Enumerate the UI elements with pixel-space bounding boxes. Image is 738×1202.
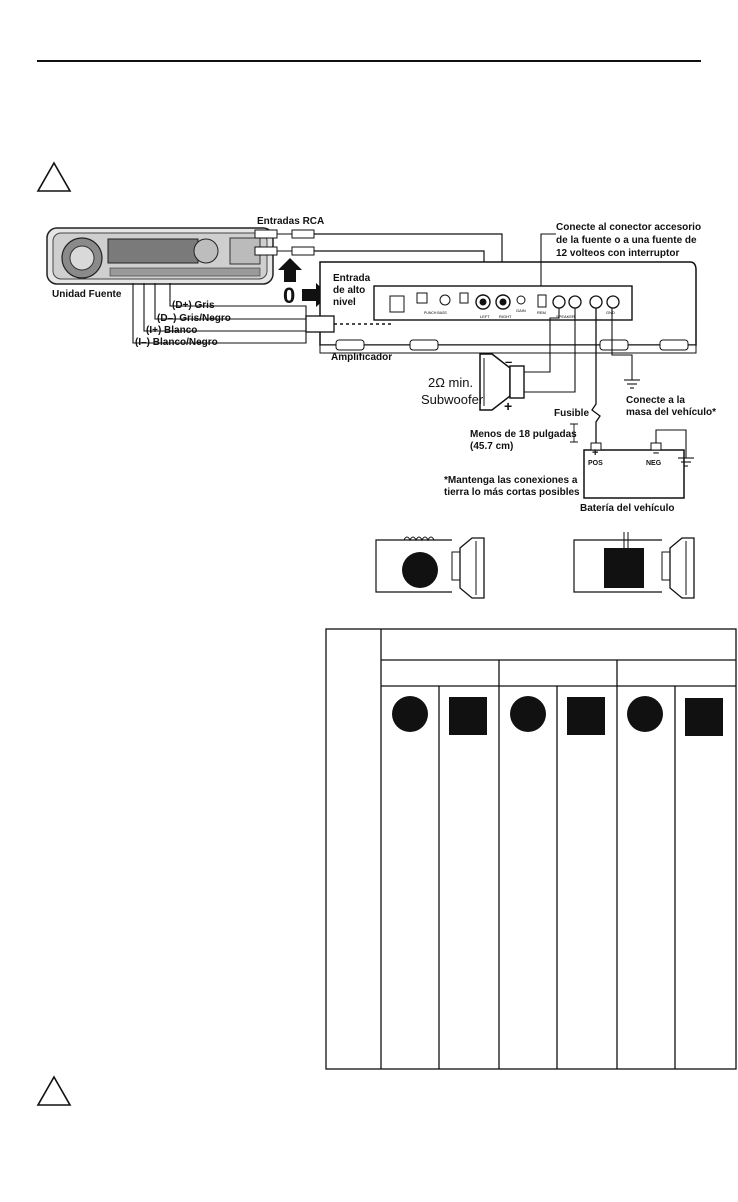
ported-icon-1: [449, 697, 487, 735]
svg-text:SPEAKER: SPEAKER: [556, 314, 575, 319]
fuse-label: Fusible: [554, 408, 590, 419]
warning-icon-bottom: [36, 1075, 72, 1106]
svg-text:PUNCH BASS: PUNCH BASS: [424, 311, 447, 315]
zero-label: 0: [283, 283, 296, 308]
svg-text:LEFT: LEFT: [480, 314, 490, 319]
ground-note-1: Conecte a la: [626, 395, 685, 406]
head-unit-label: Unidad Fuente: [52, 289, 122, 300]
battery-label: Batería del vehículo: [580, 503, 675, 514]
rca-inputs-label: Entradas RCA: [257, 216, 325, 227]
svg-text:RIGHT: RIGHT: [499, 314, 512, 319]
svg-text:REM: REM: [537, 310, 546, 315]
enclosure-table: [325, 628, 737, 1070]
accessory-note-2: de la fuente o a una fuente de: [556, 235, 697, 246]
svg-text:GAIN: GAIN: [516, 308, 526, 313]
ground-short-note-1: *Mantenga las conexiones a: [444, 475, 578, 486]
sealed-icon-3: [627, 696, 663, 732]
svg-text:GND: GND: [606, 310, 615, 315]
battery-minus: –: [653, 447, 660, 459]
distance-label-2: (45.7 cm): [470, 441, 514, 452]
subwoofer-ohms-label: 2Ω min.: [428, 375, 474, 390]
ground-short-note-2: tierra lo más cortas posibles: [444, 487, 580, 498]
wire-harness-plug: [305, 315, 335, 333]
battery-plus: +: [592, 447, 599, 459]
wire-label-l-minus: (I–) Blanco/Negro: [135, 337, 218, 348]
high-level-input-3: nivel: [333, 297, 356, 308]
ground-symbol: [624, 379, 640, 389]
subwoofer-plus: +: [504, 398, 513, 414]
amplifier-illustration: LEFT RIGHT GAIN REM SPEAKER GND PUNCH BA…: [319, 261, 697, 354]
speaker-level-wires: [132, 283, 307, 344]
head-unit-illustration: [46, 227, 274, 285]
distance-label-1: Menos de 18 pulgadas: [470, 429, 577, 440]
ported-enclosure-example: [573, 532, 695, 599]
high-level-input-1: Entrada: [333, 273, 371, 284]
battery-neg: NEG: [646, 460, 662, 467]
wiring-diagram: LEFT RIGHT GAIN REM SPEAKER GND PUNCH BA…: [46, 227, 697, 599]
subwoofer-label: Subwoofer: [421, 392, 484, 407]
sealed-icon-2: [510, 696, 546, 732]
subwoofer-minus: –: [505, 354, 513, 369]
sealed-icon-1: [392, 696, 428, 732]
high-level-input-2: de alto: [333, 285, 366, 296]
battery-pos: POS: [588, 460, 603, 467]
wire-label-r-plus: (D+) Gris: [172, 300, 215, 311]
ported-icon-3: [685, 698, 723, 736]
wire-label-l-plus: (I+) Blanco: [146, 325, 198, 336]
accessory-note-1: Conecte al conector accesorio: [556, 222, 702, 233]
accessory-note-3: 12 volteos con interruptor: [556, 248, 680, 259]
subwoofer-illustration: [479, 353, 525, 411]
ground-note-2: masa del vehículo*: [626, 407, 717, 418]
amplifier-label: Amplificador: [331, 352, 393, 363]
battery-illustration: [583, 442, 685, 499]
header-rule: [37, 60, 701, 62]
wire-label-r-minus: (D–) Gris/Negro: [157, 313, 231, 324]
ported-icon-2: [567, 697, 605, 735]
sealed-enclosure-example: [375, 536, 485, 599]
up-arrow: [278, 258, 302, 282]
warning-icon: [36, 161, 72, 192]
